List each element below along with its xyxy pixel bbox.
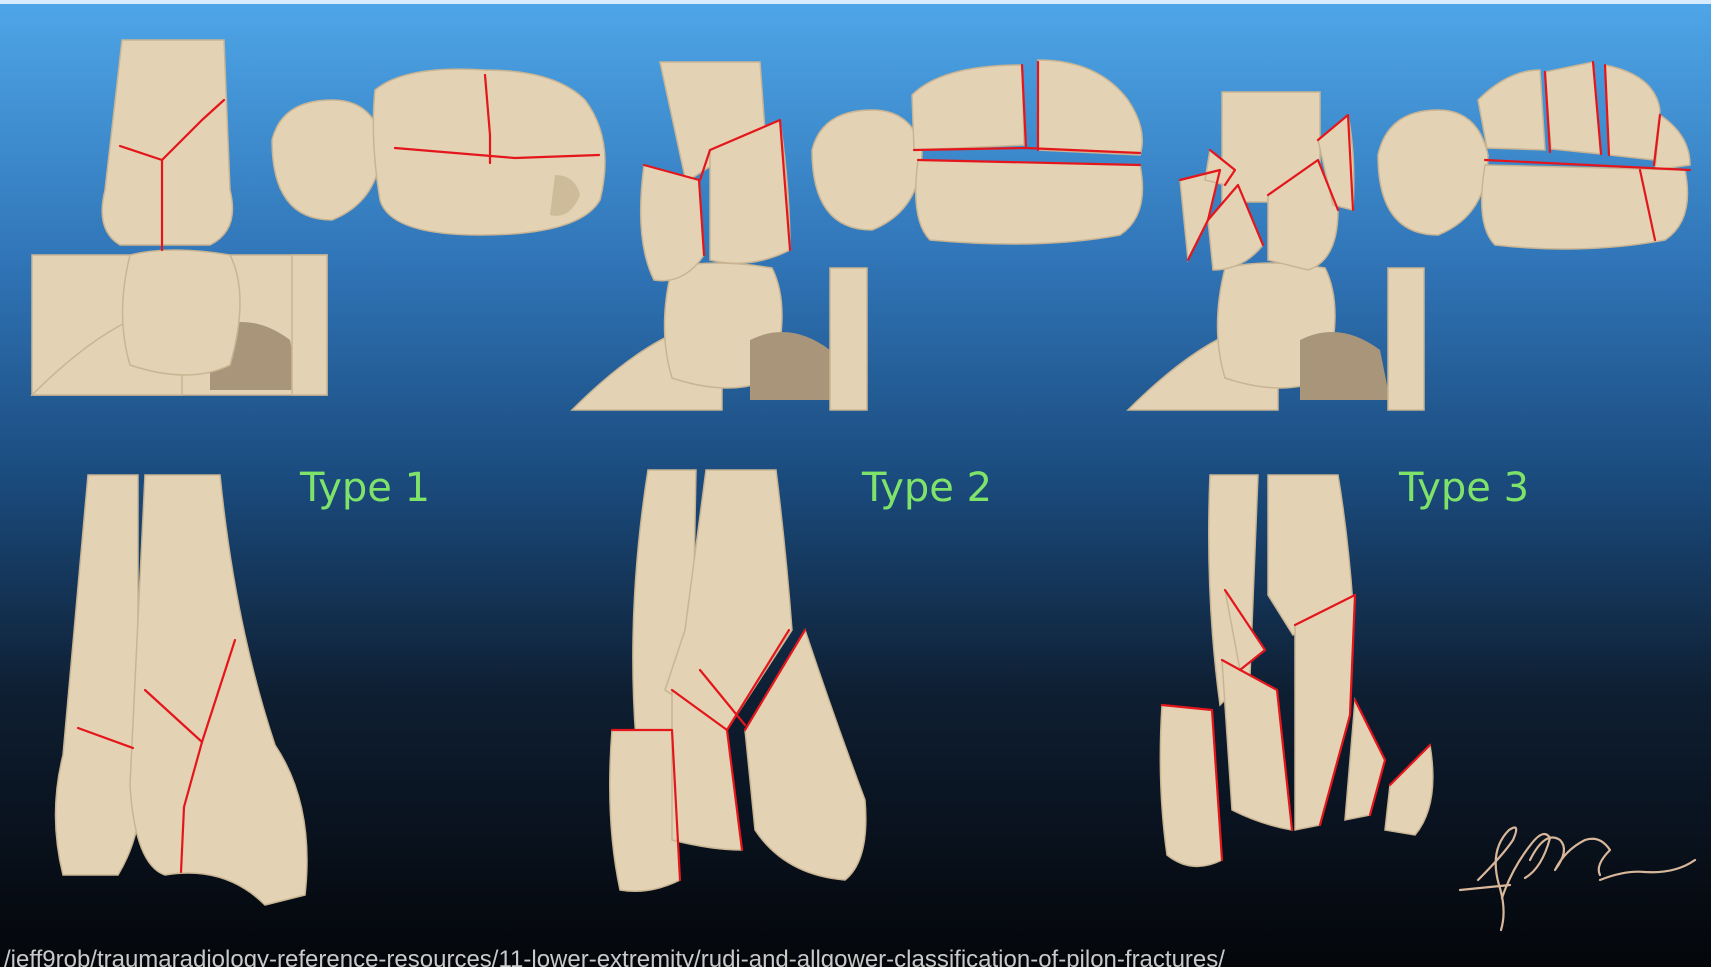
type2-label: Type 2	[862, 468, 992, 508]
type1-label: Type 1	[300, 468, 430, 508]
top-border	[0, 0, 1711, 4]
source-url-caption: /jeff9rob/traumaradiology-reference-reso…	[4, 948, 1225, 967]
type3-label: Type 3	[1399, 468, 1529, 508]
